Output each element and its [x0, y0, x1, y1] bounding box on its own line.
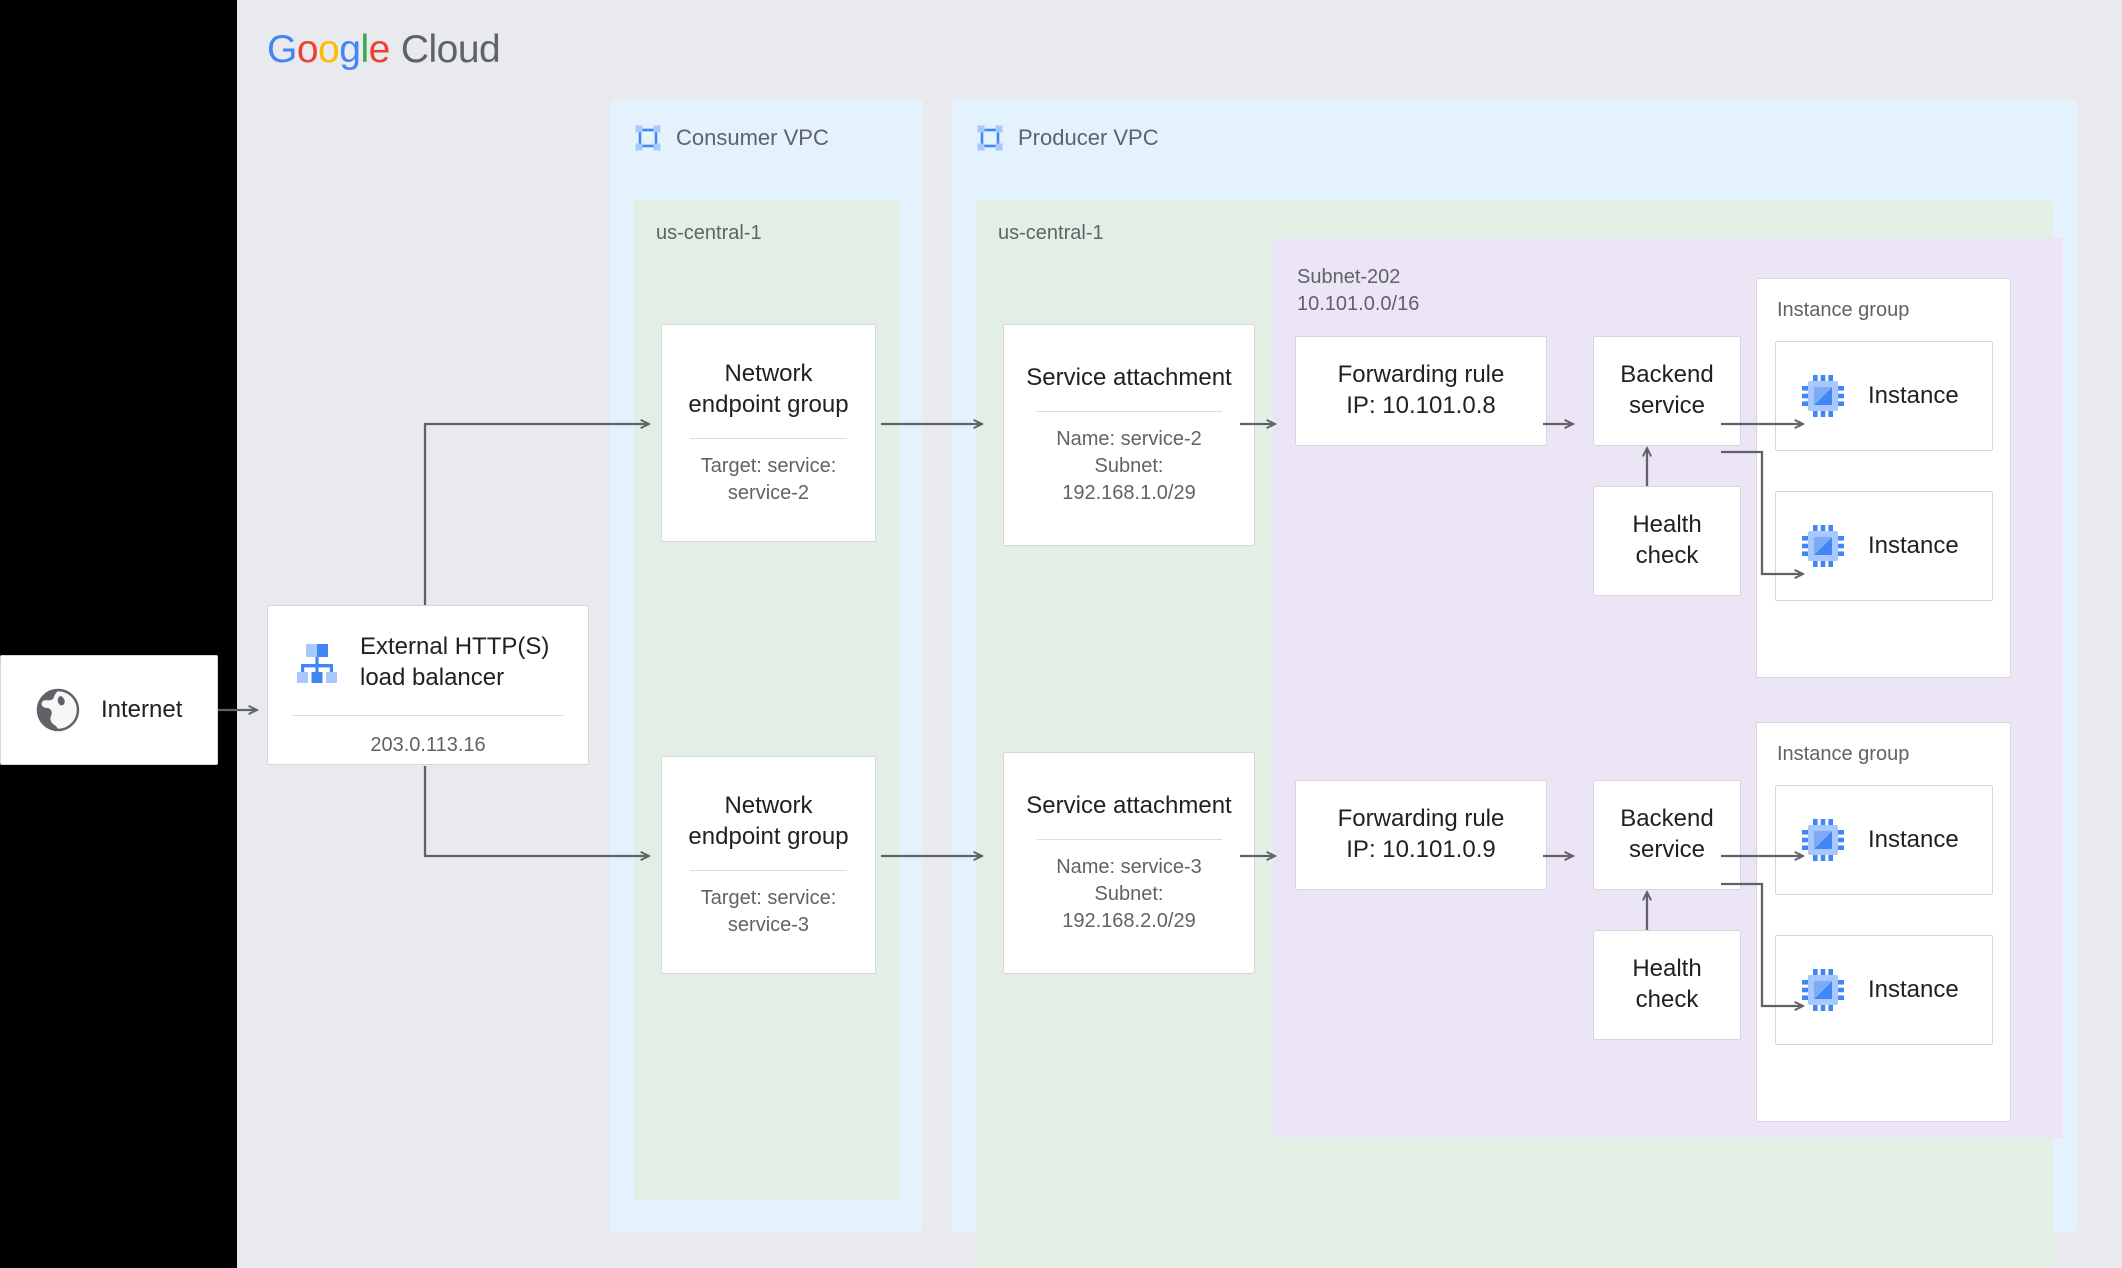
- service-attachment-1[interactable]: Service attachment Name: service-2 Subne…: [1003, 324, 1255, 546]
- consumer-vpc-container: Consumer VPC us-central-1 Network endpoi…: [610, 100, 923, 1232]
- backend-service-2[interactable]: Backend service: [1593, 780, 1741, 890]
- sa-2-title: Service attachment: [1026, 792, 1232, 820]
- sa-1-sub-line2: Subnet:: [1094, 454, 1164, 477]
- logo-letter-o2: o: [318, 28, 340, 71]
- sa-2-sub-line1: Name: service-3: [1056, 856, 1202, 879]
- instance-2-2-label: Instance: [1868, 976, 1959, 1003]
- hc-1-line1: Health: [1632, 511, 1702, 539]
- instance-1-1[interactable]: Instance: [1775, 341, 1993, 451]
- vpc-icon: [634, 124, 662, 152]
- logo-word-cloud: Cloud: [400, 28, 501, 71]
- vm-instance-icon: [1802, 375, 1844, 417]
- globe-icon: [35, 687, 81, 733]
- producer-vpc-container: Producer VPC us-central-1 Service attach…: [952, 100, 2077, 1268]
- lb-title-line1: External HTTP(S): [360, 633, 550, 660]
- instance-group-2: Instance group: [1756, 722, 2011, 1122]
- load-balancer-icon: [294, 640, 340, 686]
- consumer-vpc-header: Consumer VPC: [634, 124, 829, 152]
- consumer-vpc-title: Consumer VPC: [676, 125, 829, 150]
- logo-letter-l: l: [360, 28, 369, 71]
- divider: [689, 869, 848, 871]
- instance-2-2[interactable]: Instance: [1775, 935, 1993, 1045]
- subnet-name: Subnet-202: [1297, 266, 1401, 288]
- hc-1-line2: check: [1635, 542, 1699, 569]
- logo-letter-e: e: [368, 28, 391, 71]
- network-endpoint-group-1[interactable]: Network endpoint group Target: service: …: [661, 324, 876, 542]
- lb-title-line2: load balancer: [360, 663, 505, 691]
- network-endpoint-group-2[interactable]: Network endpoint group Target: service: …: [661, 756, 876, 974]
- instance-1-1-label: Instance: [1868, 382, 1959, 409]
- forwarding-rule-2[interactable]: Forwarding rule IP: 10.101.0.9: [1295, 780, 1547, 890]
- sa-1-sub-line3: 192.168.1.0/29: [1062, 481, 1196, 504]
- bs-1-line2: service: [1628, 392, 1706, 419]
- producer-region-box: us-central-1 Service attachment Name: se…: [976, 200, 2063, 1268]
- instance-group-2-label: Instance group: [1777, 743, 1910, 765]
- hc-2-line2: check: [1635, 986, 1699, 1013]
- health-check-2[interactable]: Health check: [1593, 930, 1741, 1040]
- neg-1-title-line2: endpoint group: [688, 391, 849, 419]
- sa-1-title: Service attachment: [1026, 364, 1232, 392]
- internet-box[interactable]: Internet: [0, 655, 218, 765]
- divider: [1036, 411, 1222, 413]
- producer-region-label: us-central-1: [998, 222, 1104, 244]
- health-check-1[interactable]: Health check: [1593, 486, 1741, 596]
- instance-1-2-label: Instance: [1868, 532, 1959, 559]
- consumer-region-label: us-central-1: [656, 222, 762, 244]
- backend-service-1[interactable]: Backend service: [1593, 336, 1741, 446]
- sa-2-sub-line3: 192.168.2.0/29: [1062, 909, 1196, 932]
- producer-vpc-title: Producer VPC: [1018, 125, 1159, 150]
- consumer-region-box: us-central-1 Network endpoint group Targ…: [634, 200, 900, 1200]
- internet-label: Internet: [101, 696, 183, 723]
- external-http-load-balancer-card[interactable]: External HTTP(S) load balancer 203.0.113…: [267, 605, 589, 765]
- instance-group-1: Instance group: [1756, 278, 2011, 678]
- producer-vpc-header: Producer VPC: [976, 124, 1159, 152]
- sa-2-sub-line2: Subnet:: [1094, 882, 1164, 905]
- neg-1-sub-line1: Target: service:: [700, 454, 837, 477]
- instance-2-1-label: Instance: [1868, 826, 1959, 853]
- neg-1-title-line1: Network: [724, 360, 813, 388]
- neg-2-sub-line1: Target: service:: [700, 886, 837, 909]
- vm-instance-icon: [1802, 819, 1844, 861]
- fr-2-line2: IP: 10.101.0.9: [1346, 836, 1496, 863]
- sa-1-sub-line1: Name: service-2: [1056, 428, 1202, 451]
- divider: [689, 437, 848, 439]
- neg-2-title-line2: endpoint group: [688, 823, 849, 851]
- instance-2-1[interactable]: Instance: [1775, 785, 1993, 895]
- instance-1-2[interactable]: Instance: [1775, 491, 1993, 601]
- logo-letter-g: G: [267, 28, 297, 71]
- neg-2-title-line1: Network: [724, 792, 813, 820]
- vpc-icon: [976, 124, 1004, 152]
- logo-letter-o1: o: [296, 28, 319, 71]
- service-attachment-2[interactable]: Service attachment Name: service-3 Subne…: [1003, 752, 1255, 974]
- subnet-cidr: 10.101.0.0/16: [1297, 293, 1420, 315]
- bs-2-line2: service: [1628, 836, 1706, 863]
- fr-2-line1: Forwarding rule: [1337, 805, 1505, 833]
- divider: [292, 715, 564, 717]
- neg-1-sub-line2: service-2: [727, 481, 810, 504]
- instance-group-1-label: Instance group: [1777, 299, 1910, 321]
- fr-1-line2: IP: 10.101.0.8: [1346, 392, 1496, 419]
- divider: [1036, 839, 1222, 841]
- bs-2-line1: Backend: [1620, 805, 1714, 833]
- hc-2-line1: Health: [1632, 955, 1702, 983]
- vm-instance-icon: [1802, 969, 1844, 1011]
- neg-2-sub-line2: service-3: [727, 913, 810, 936]
- forwarding-rule-1[interactable]: Forwarding rule IP: 10.101.0.8: [1295, 336, 1547, 446]
- lb-ip-address: 203.0.113.16: [370, 734, 486, 757]
- bs-1-line1: Backend: [1620, 361, 1714, 389]
- logo-letter-g2: g: [339, 28, 361, 71]
- vm-instance-icon: [1802, 525, 1844, 567]
- fr-1-line1: Forwarding rule: [1337, 361, 1505, 389]
